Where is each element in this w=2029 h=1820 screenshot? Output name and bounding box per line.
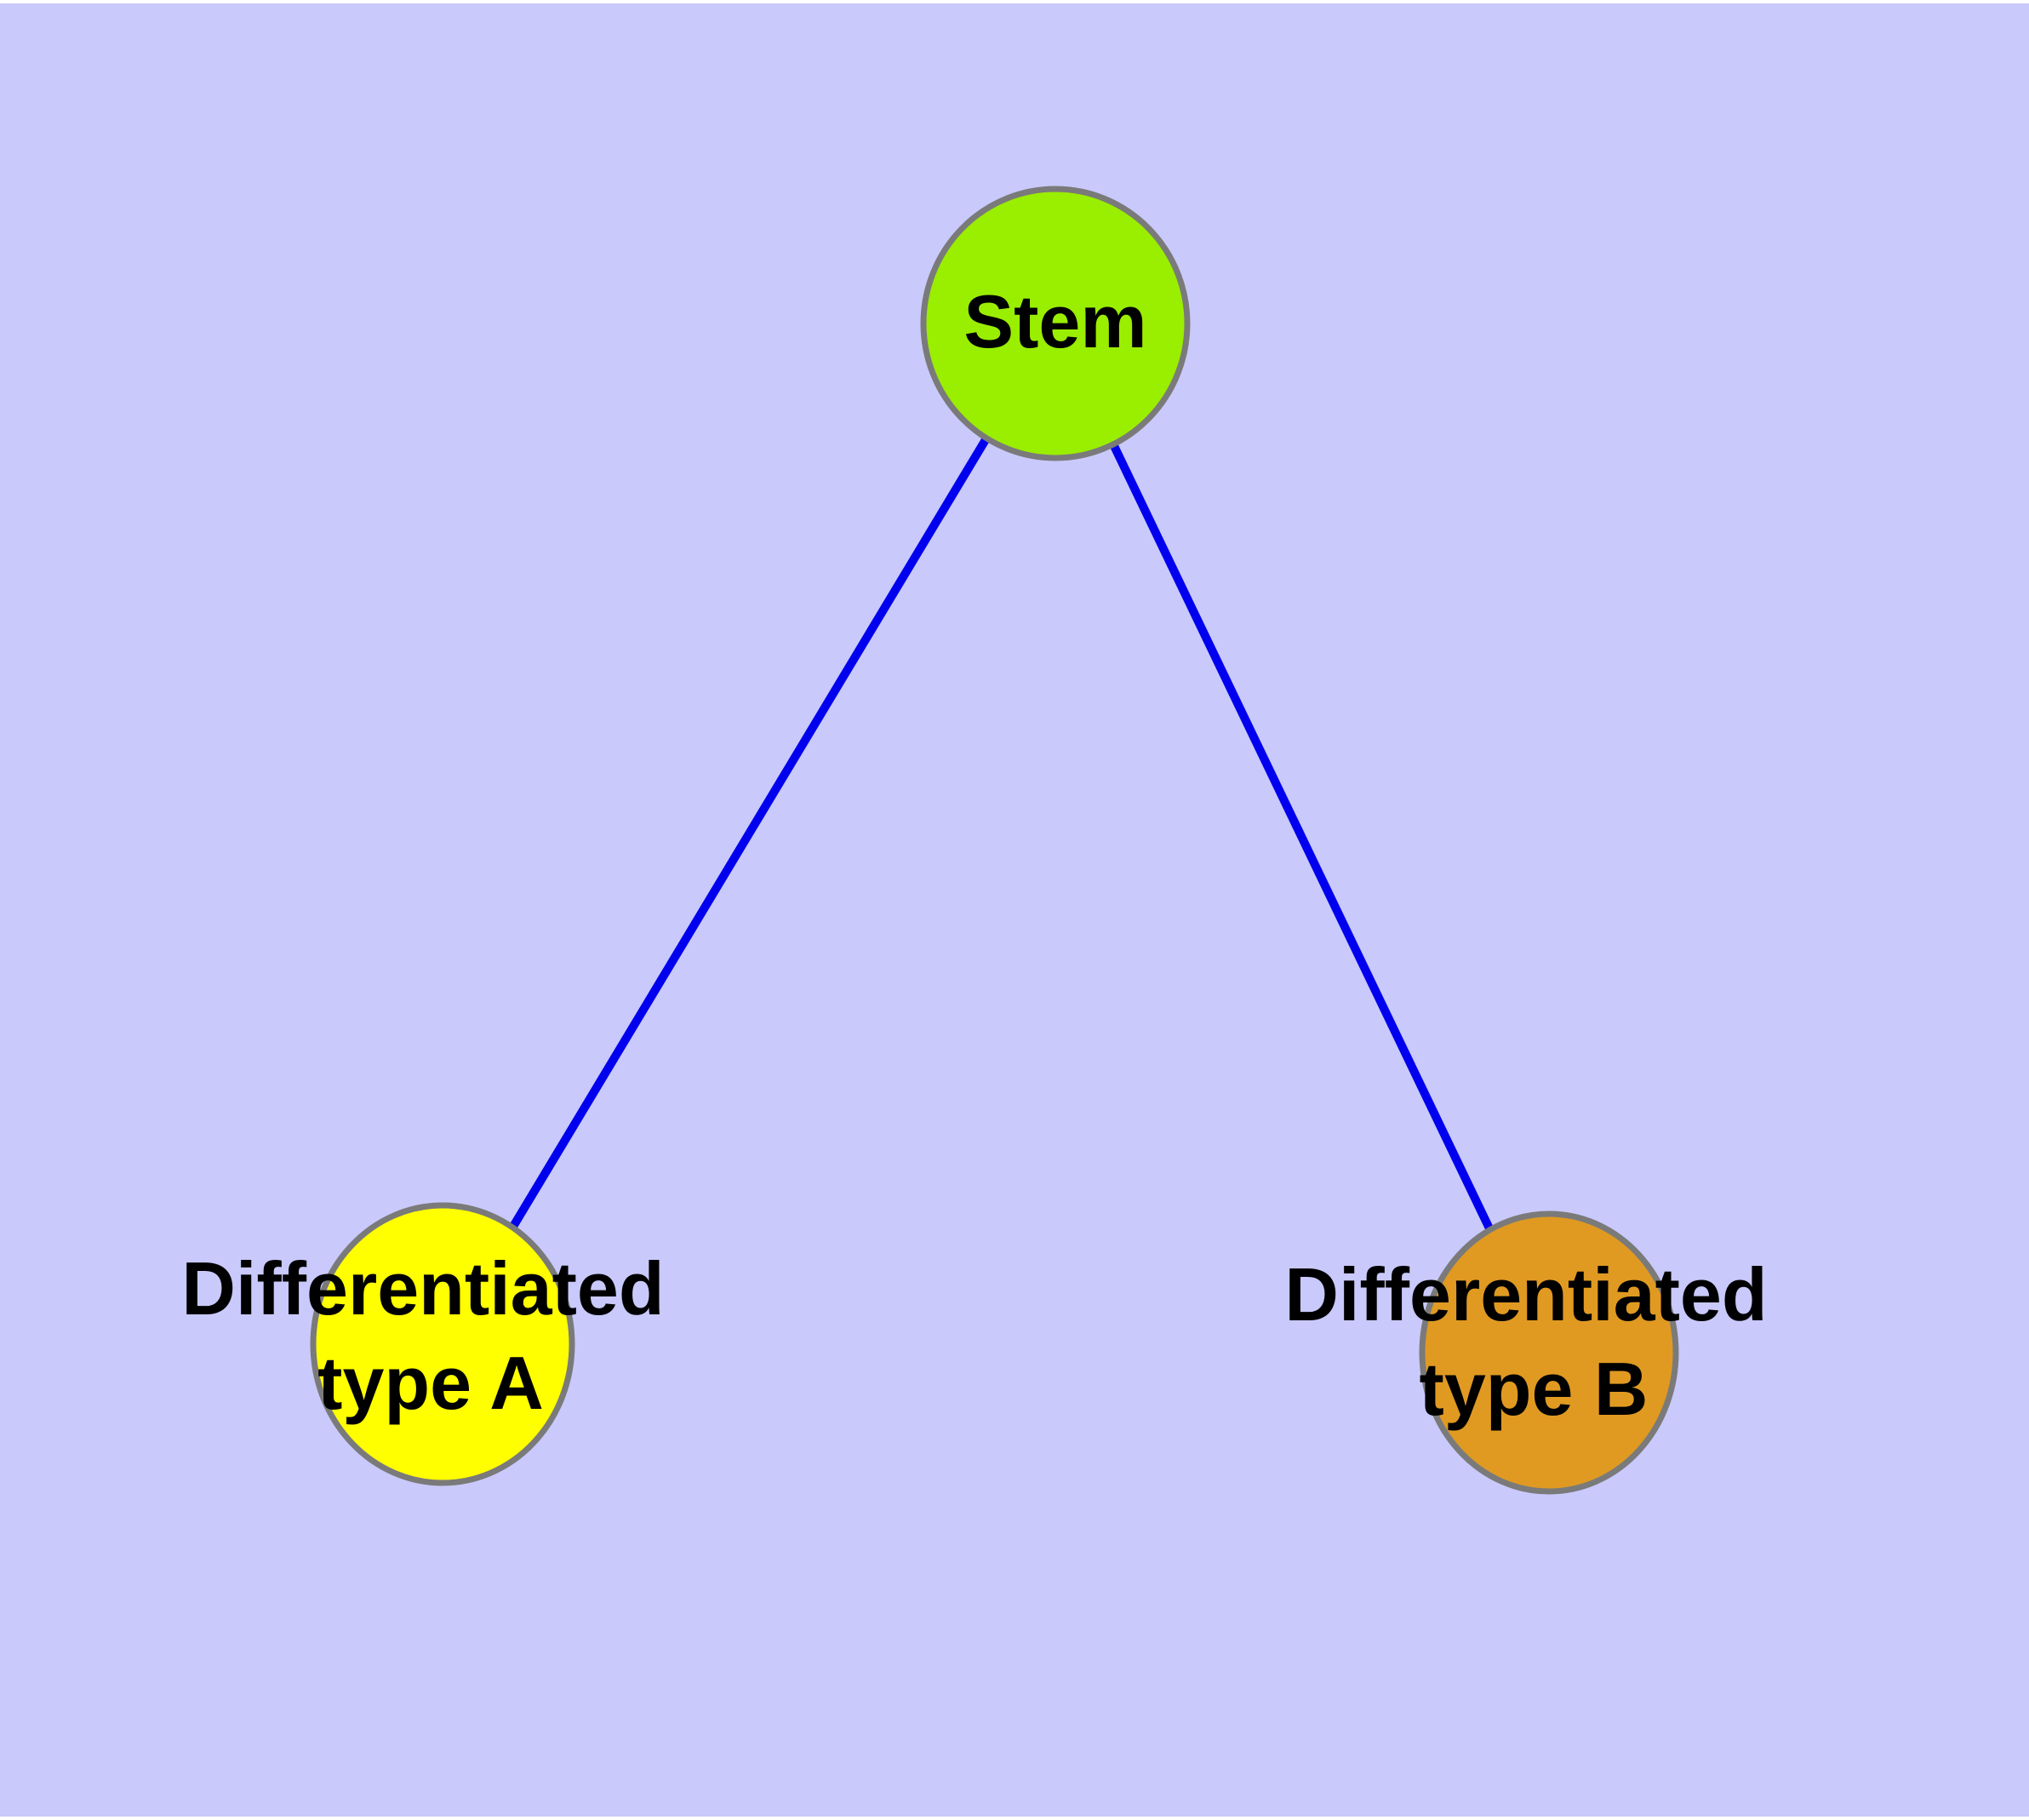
node-differentiated-type-b-label-line1: Differentiated [1284,1252,1767,1336]
node-stem-label: Stem [963,279,1146,363]
node-differentiated-type-a-circle [310,1202,575,1486]
node-differentiated-type-b-circle [1419,1210,1679,1495]
edge-stem-to-type-a [438,321,1060,1347]
node-stem: Stem [920,186,1191,461]
node-differentiated-type-b-label-line2: type B [1420,1347,1649,1431]
node-differentiated-type-a: Differentiated type A [181,1202,665,1486]
node-differentiated-type-b: Differentiated type B [1284,1210,1768,1495]
edge-stem-to-type-b [1051,321,1553,1355]
node-differentiated-type-a-label-line1: Differentiated [181,1246,664,1331]
node-differentiated-type-a-label-line2: type A [317,1341,544,1425]
node-stem-circle [920,186,1191,461]
